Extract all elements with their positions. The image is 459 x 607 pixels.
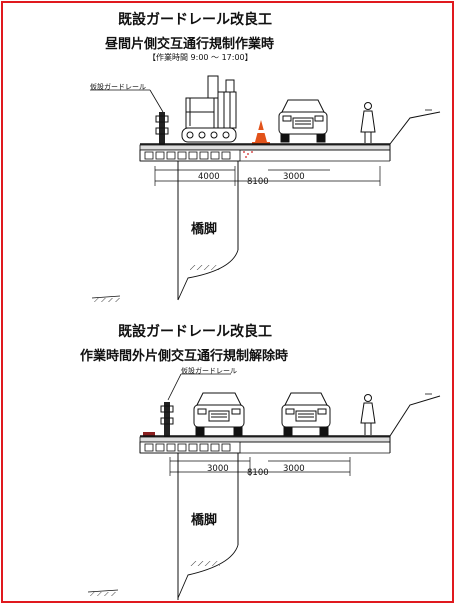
panel-day-title: 既設ガードレール改良工 <box>118 12 272 28</box>
panel-night-section <box>87 373 441 600</box>
panel-day-section <box>90 75 441 302</box>
red-border-frame <box>1 1 454 603</box>
panel-night-dim-total: 8100 <box>247 468 269 478</box>
panel-day-dim-right: 3000 <box>283 172 305 182</box>
pedestrian-icon <box>360 394 376 435</box>
panel-night-temp-guardrail-label: 仮設ガードレール <box>181 367 237 375</box>
panel-night-dim-right: 3000 <box>283 464 305 474</box>
car-icon <box>278 99 328 143</box>
guardrail-icon <box>155 112 169 145</box>
panel-night-dim-left: 3000 <box>207 464 229 474</box>
car-icon <box>281 392 331 436</box>
guardrail-icon <box>160 402 174 437</box>
panel-day-pier-label: 橋脚 <box>191 222 218 237</box>
panel-night-title: 既設ガードレール改良工 <box>118 324 272 340</box>
panel-day-temp-guardrail-label: 仮設ガードレール <box>90 83 146 91</box>
pedestrian-icon <box>360 102 376 143</box>
panel-day-dim-total: 8100 <box>247 177 269 187</box>
panel-day-hours: 【作業時間 9:00 ～ 17:00】 <box>148 53 253 62</box>
excavator-icon <box>181 75 237 143</box>
panel-day-dim-left: 4000 <box>198 172 220 182</box>
panel-night-subtitle: 作業時間外片側交互通行規制解除時 <box>80 349 289 364</box>
panel-day-subtitle: 昼間片側交互通行規制作業時 <box>105 37 275 52</box>
car-icon <box>193 392 245 436</box>
panel-night-pier-label: 橋脚 <box>191 513 218 528</box>
traffic-cone-icon <box>252 120 270 145</box>
